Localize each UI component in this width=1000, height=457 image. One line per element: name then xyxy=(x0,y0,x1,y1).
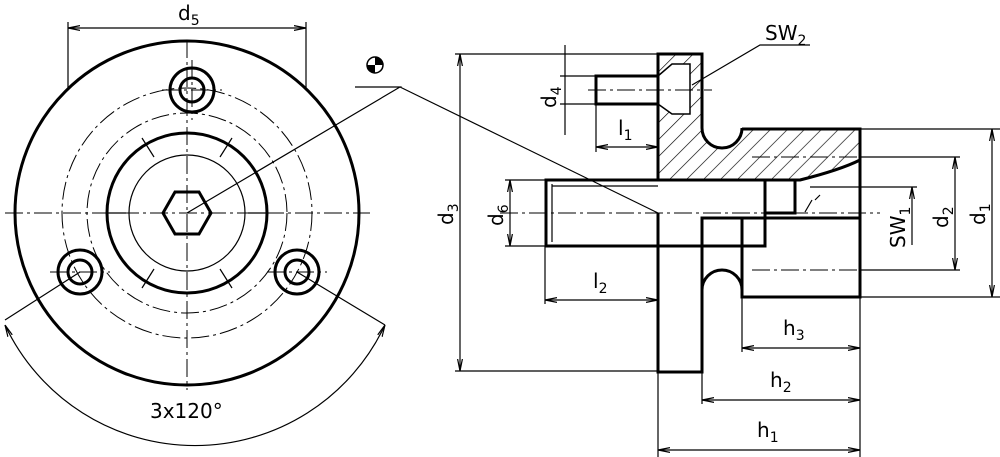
front-view: d5 3x120° xyxy=(5,1,659,447)
dim-d5: d5 xyxy=(178,1,200,29)
dim-angle: 3x120° xyxy=(150,399,223,423)
dim-sw1: SW1 xyxy=(886,207,914,248)
section-view: d1 d2 SW1 d3 d6 d4 l1 l2 h3 h2 h1 SW2 xyxy=(434,21,1000,457)
dim-h2: h2 xyxy=(770,368,792,396)
dim-sw2: SW2 xyxy=(765,21,806,49)
dim-d3: d3 xyxy=(434,203,462,225)
dim-d6: d6 xyxy=(484,204,512,226)
screw-holes xyxy=(56,66,321,296)
dim-d1: d1 xyxy=(966,203,994,225)
dim-d4: d4 xyxy=(537,86,565,108)
center-of-gravity-symbol xyxy=(366,56,384,74)
dim-l1: l1 xyxy=(618,116,632,144)
dim-h1: h1 xyxy=(757,418,779,446)
dim-h3: h3 xyxy=(783,316,805,344)
dim-l2: l2 xyxy=(593,269,607,297)
dim-d2: d2 xyxy=(929,206,957,228)
